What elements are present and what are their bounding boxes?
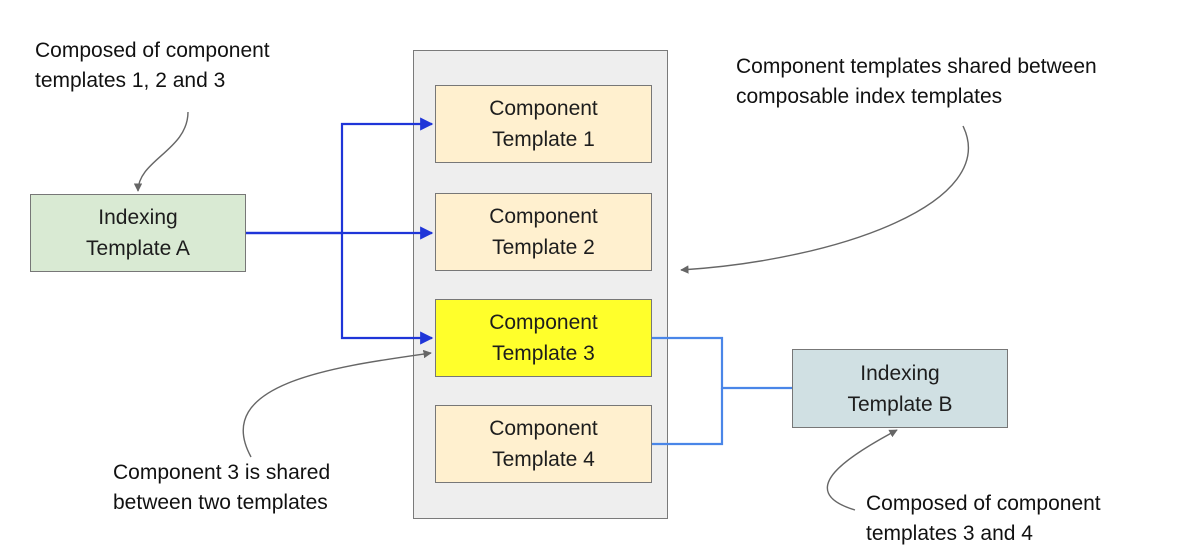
component-template-3-line-1: Component: [489, 311, 598, 334]
indexing-template-a-line-1: Indexing: [98, 206, 178, 229]
template-b-connectors: [652, 336, 792, 446]
component-template-2-line-2: Template 2: [492, 236, 595, 259]
shared-templates-note-arrow: [680, 125, 970, 274]
indexing-template-b-line-1: Indexing: [860, 361, 940, 385]
indexing-template-b-line-2: Template B: [847, 392, 953, 416]
indexing-template-a-box: Indexing Template A: [30, 194, 246, 272]
component-3-to-template-b-connector: [652, 336, 792, 390]
template-b-note-line-2: templates 3 and 4: [866, 522, 1033, 545]
template-a-note-line-1: Composed of component: [35, 39, 270, 62]
template-a-composition-note: Composed of component templates 1, 2 and…: [35, 36, 270, 96]
component-4-to-template-b-connector: [652, 388, 724, 446]
annotation-arrows: [133, 111, 970, 511]
indexing-template-b-box: Indexing Template B: [792, 349, 1008, 428]
shared-templates-note-line-1: Component templates shared between: [736, 55, 1097, 78]
component-template-1-line-1: Component: [489, 97, 598, 120]
template-b-composition-note: Composed of component templates 3 and 4: [866, 489, 1101, 549]
component-template-4-line-1: Component: [489, 417, 598, 440]
component-template-3-box: Component Template 3: [435, 299, 652, 377]
shared-component-templates-note: Component templates shared between compo…: [736, 52, 1097, 112]
component-template-1-box: Component Template 1: [435, 85, 652, 163]
shared-templates-note-line-2: composable index templates: [736, 85, 1003, 108]
indexing-template-a-line-2: Template A: [86, 237, 190, 260]
template-a-connectors: [246, 117, 434, 345]
template-a-to-component-3-connector: [340, 233, 434, 345]
component-3-shared-note: Component 3 is shared between two templa…: [113, 458, 330, 518]
component-3-note-arrow: [242, 349, 432, 458]
component-template-4-line-2: Template 4: [492, 448, 595, 471]
component-template-2-box: Component Template 2: [435, 193, 652, 271]
component-template-1-line-2: Template 1: [492, 128, 595, 151]
template-a-to-component-1-connector: [246, 117, 434, 235]
template-a-note-arrow: [133, 111, 189, 192]
component-template-3-line-2: Template 3: [492, 342, 595, 365]
template-b-note-line-1: Composed of component: [866, 492, 1101, 515]
component-3-note-line-2: between two templates: [113, 491, 328, 514]
template-b-note-arrow: [826, 429, 898, 511]
component-template-4-box: Component Template 4: [435, 405, 652, 483]
component-3-note-line-1: Component 3 is shared: [113, 461, 331, 484]
component-template-2-line-1: Component: [489, 205, 598, 228]
template-a-note-line-2: templates 1, 2 and 3: [35, 69, 226, 92]
